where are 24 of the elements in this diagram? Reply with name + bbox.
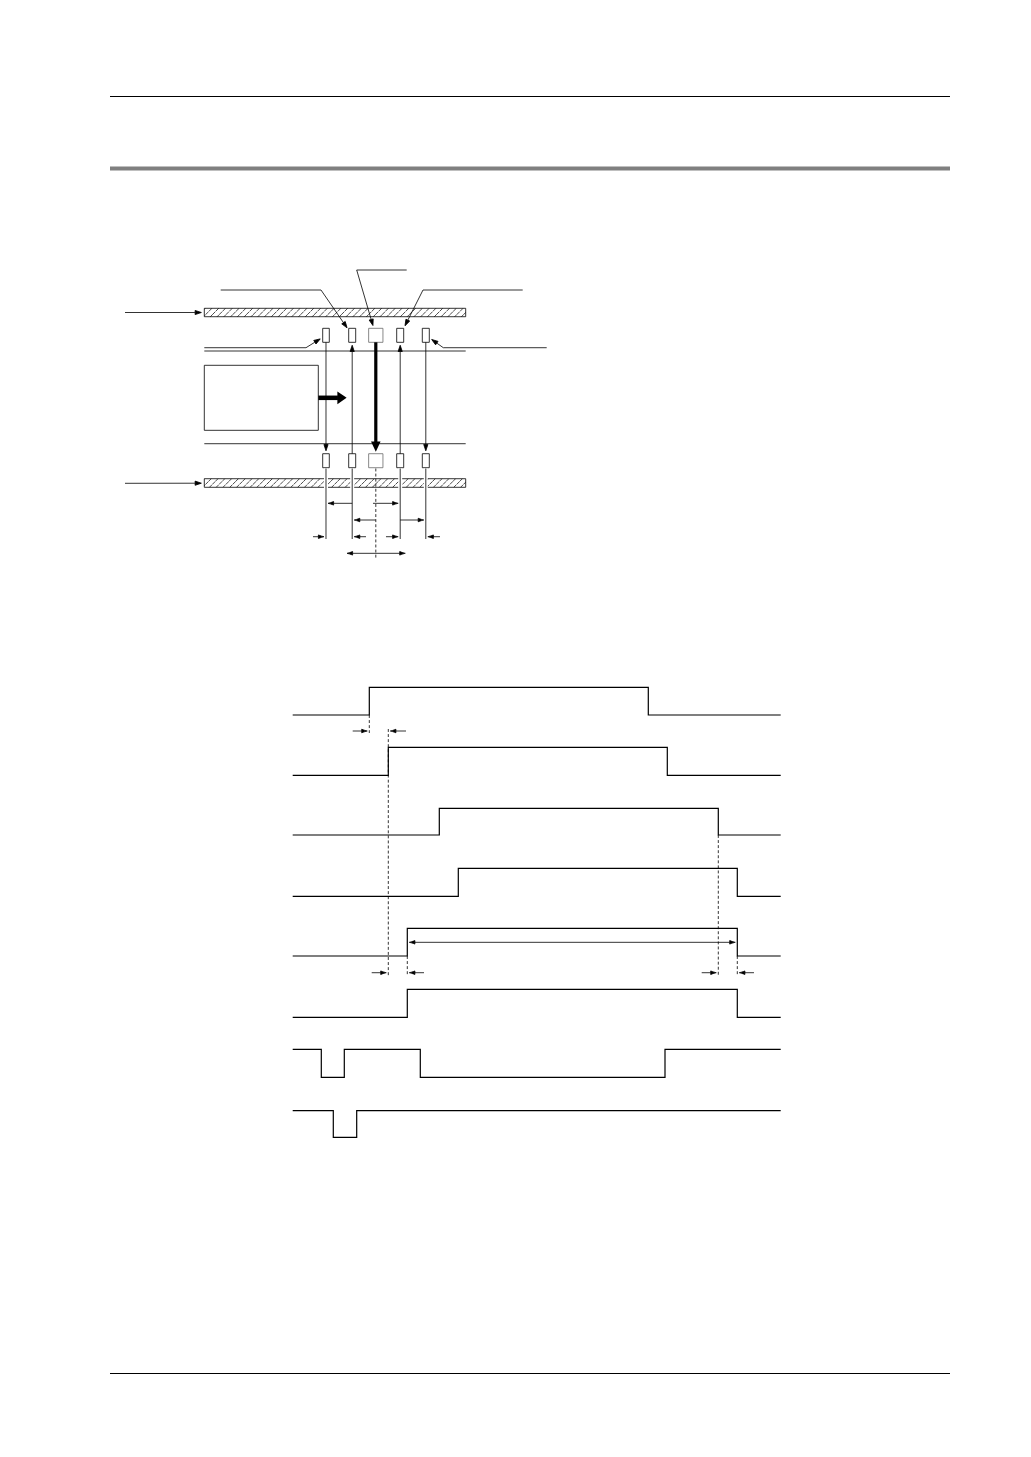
leader-line <box>356 269 408 326</box>
hatched-bar <box>203 478 467 488</box>
sensor-box <box>322 327 330 343</box>
sensor-box <box>348 453 357 469</box>
leader-line <box>404 289 524 327</box>
leader-line <box>124 310 202 315</box>
leader-line <box>220 289 348 329</box>
sensor-box <box>396 453 405 469</box>
leader-line <box>431 339 548 349</box>
sensor-box <box>322 453 330 469</box>
sensor-box <box>368 453 384 469</box>
beam-arrow <box>349 344 355 455</box>
hatched-bar <box>203 307 467 318</box>
leader-line <box>124 480 202 486</box>
sensor-box <box>421 453 430 469</box>
beam-arrow <box>323 341 329 452</box>
object-box <box>203 364 319 431</box>
leader-line <box>203 338 321 349</box>
sensor-box <box>348 327 357 343</box>
sensor-box <box>396 327 405 343</box>
beam-arrow <box>397 344 403 455</box>
sensor-box <box>421 327 430 343</box>
sensor-box <box>368 327 384 343</box>
beam-arrow <box>423 341 429 452</box>
